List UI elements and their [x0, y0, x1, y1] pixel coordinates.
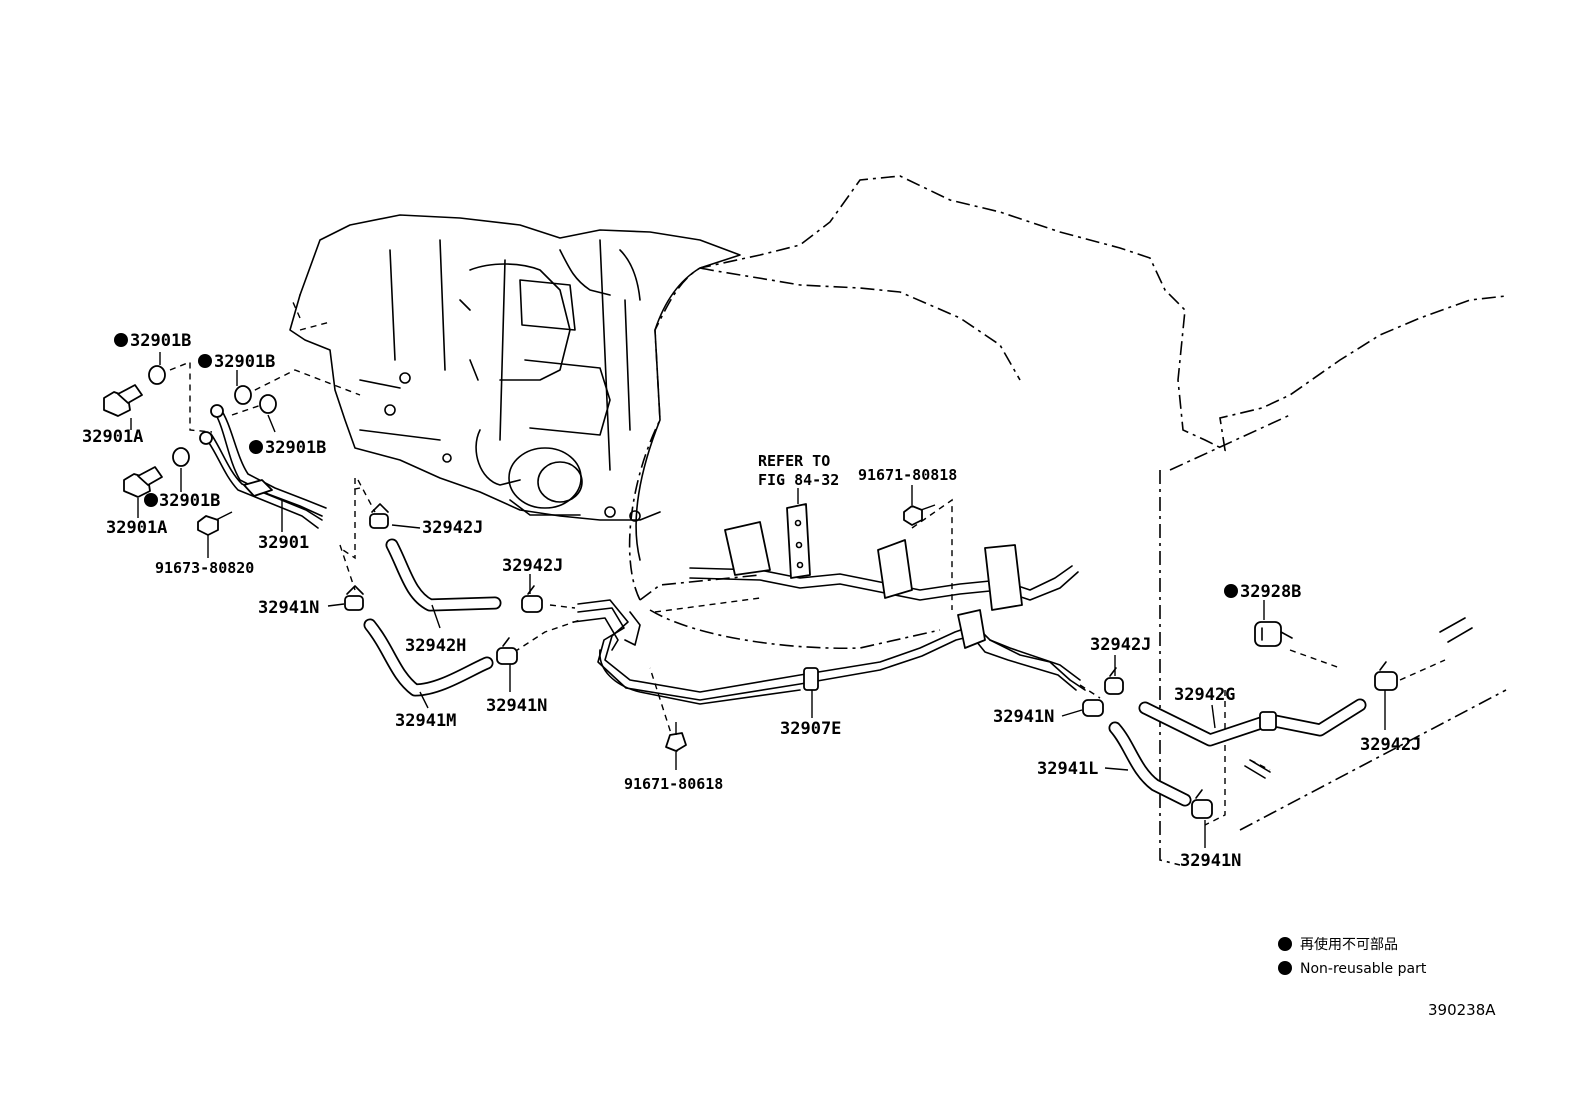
clamp-3	[521, 585, 543, 613]
label-32901: 32901	[258, 533, 309, 553]
union-bolt-upper	[103, 384, 143, 417]
label-91671-80818: 91671-80818	[858, 466, 957, 484]
union-bolt-lower	[123, 466, 163, 498]
bullet-icon	[198, 354, 212, 368]
bolt-91671-80818	[903, 485, 936, 526]
bullet-icon	[249, 440, 263, 454]
clamp-1	[369, 503, 389, 529]
label-fig-ref: FIG 84-32	[758, 471, 839, 489]
label-91671-80618: 91671-80618	[624, 775, 723, 793]
label-32942j: 32942J	[1090, 635, 1151, 655]
left-fittings	[103, 365, 327, 536]
label-32901a: 32901A	[106, 518, 167, 538]
pipe-right-end	[1244, 617, 1473, 779]
transmission	[289, 214, 741, 561]
clamp-5	[1104, 667, 1124, 695]
diagram-code: 390238A	[1428, 1001, 1496, 1019]
label-32901b: 32901B	[159, 491, 220, 511]
label-32942j: 32942J	[502, 556, 563, 576]
bullet-icon	[114, 333, 128, 347]
clamp-7	[1191, 789, 1213, 819]
label-32941m: 32941M	[395, 711, 456, 731]
label-32942j: 32942J	[1360, 735, 1421, 755]
tube-assembly-32907e	[572, 599, 1086, 705]
label-32901b: 32901B	[214, 352, 275, 372]
clamp-4	[496, 637, 518, 665]
hose-32942h	[385, 538, 502, 612]
label-32941n: 32941N	[486, 696, 547, 716]
label-32942j: 32942J	[422, 518, 483, 538]
label-32941l: 32941L	[1037, 759, 1098, 779]
gasket-1	[148, 365, 166, 385]
legend-en-text: Non-reusable part	[1300, 961, 1427, 977]
label-leaders	[130, 352, 1386, 848]
label-32901b: 32901B	[130, 331, 191, 351]
bracket-mid	[877, 539, 913, 599]
part-labels: 32901B 32901B 32901B 32901B 32901A 32901…	[82, 331, 1421, 871]
label-32907e: 32907E	[780, 719, 841, 739]
label-91673-80820: 91673-80820	[155, 559, 254, 577]
label-32901a: 32901A	[82, 427, 143, 447]
label-32901b: 32901B	[265, 438, 326, 458]
hose-32942g	[1138, 698, 1367, 747]
hose-32941m	[363, 618, 494, 697]
label-refer-to: REFER TO	[758, 452, 830, 470]
bracket-left	[724, 521, 771, 576]
label-32941n: 32941N	[993, 707, 1054, 727]
gasket-4	[172, 447, 190, 467]
clamps	[344, 503, 1398, 819]
bracket-ref	[786, 503, 811, 579]
pipe-32901	[199, 404, 327, 529]
bullet-icon	[144, 493, 158, 507]
upper-pipe	[689, 488, 1079, 611]
hose-32941l	[1108, 721, 1192, 807]
label-32941n: 32941N	[1180, 851, 1241, 871]
bullet-markers	[114, 333, 1292, 975]
legend-jp-text: 再使用不可部品	[1300, 936, 1398, 953]
label-32941n: 32941N	[258, 598, 319, 618]
legend: 再使用不可部品 Non-reusable part	[1300, 936, 1427, 977]
bolt-91671-80618	[665, 722, 687, 770]
bracket-right	[984, 544, 1023, 611]
clamp-2	[344, 585, 364, 611]
clamp-8	[1374, 661, 1398, 691]
gasket-2	[234, 385, 252, 405]
bullet-icon	[1278, 937, 1292, 951]
label-32928b: 32928B	[1240, 582, 1301, 602]
grommet-32928b	[1254, 621, 1293, 647]
label-32942h: 32942H	[405, 636, 466, 656]
tube-clip	[803, 667, 819, 691]
clamp-6	[1082, 699, 1104, 717]
bolt-91673	[197, 511, 233, 536]
tube-bracket	[957, 609, 986, 649]
bullet-icon	[1278, 961, 1292, 975]
gasket-3	[259, 394, 277, 414]
bullet-icon	[1224, 584, 1238, 598]
label-32942g: 32942G	[1174, 685, 1235, 705]
